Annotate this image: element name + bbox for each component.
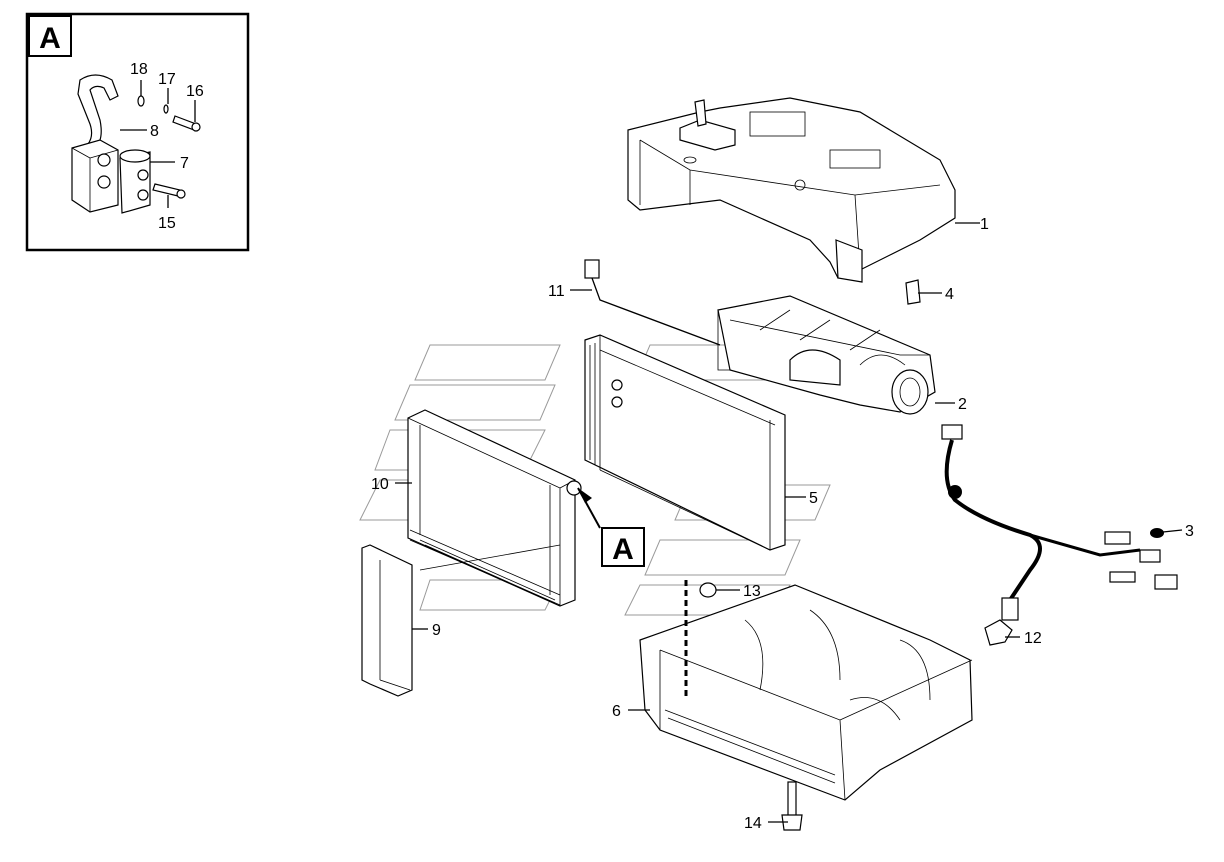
leader-lines: [395, 222, 1183, 823]
callout-11: 11: [548, 283, 565, 300]
detail-a-reference-label: A: [612, 533, 634, 566]
detail-a-label: A: [39, 22, 61, 55]
bracket-part: [361, 544, 413, 697]
blower-unit-part: [717, 295, 936, 415]
callout-10: 10: [371, 476, 389, 493]
callout-9: 9: [432, 622, 441, 639]
callout-7: 7: [180, 155, 189, 172]
callout-15: 15: [158, 215, 176, 232]
callout-12: 12: [1024, 630, 1042, 647]
callout-5: 5: [809, 490, 818, 507]
sensor-cable-part: [584, 259, 721, 346]
clip-part: [905, 279, 921, 305]
wiring-harness-part: [941, 424, 1178, 621]
callout-17: 17: [158, 71, 176, 88]
upper-housing-part: [627, 97, 956, 283]
callout-labels: 1 2 3 4 5 6 7 8 9 10 11 12 13 14 15 16 1…: [130, 61, 1194, 832]
lower-housing-part: [639, 580, 973, 801]
callout-2: 2: [958, 396, 967, 413]
heater-core-part: [584, 334, 786, 551]
callout-16: 16: [186, 83, 204, 100]
callout-1: 1: [980, 216, 989, 233]
callout-4: 4: [945, 286, 954, 303]
detail-a-reference: A: [577, 487, 645, 567]
callout-14: 14: [744, 815, 762, 832]
detail-a-inset: A: [25, 12, 250, 252]
callout-6: 6: [612, 703, 621, 720]
pressure-switch-part: [984, 619, 1013, 646]
callout-13: 13: [743, 583, 761, 600]
nut-part: [699, 582, 717, 598]
callout-18: 18: [130, 61, 148, 78]
callout-3: 3: [1185, 523, 1194, 540]
evaporator-part: [407, 409, 582, 607]
screw-part: [781, 781, 803, 831]
callout-8: 8: [150, 123, 159, 140]
